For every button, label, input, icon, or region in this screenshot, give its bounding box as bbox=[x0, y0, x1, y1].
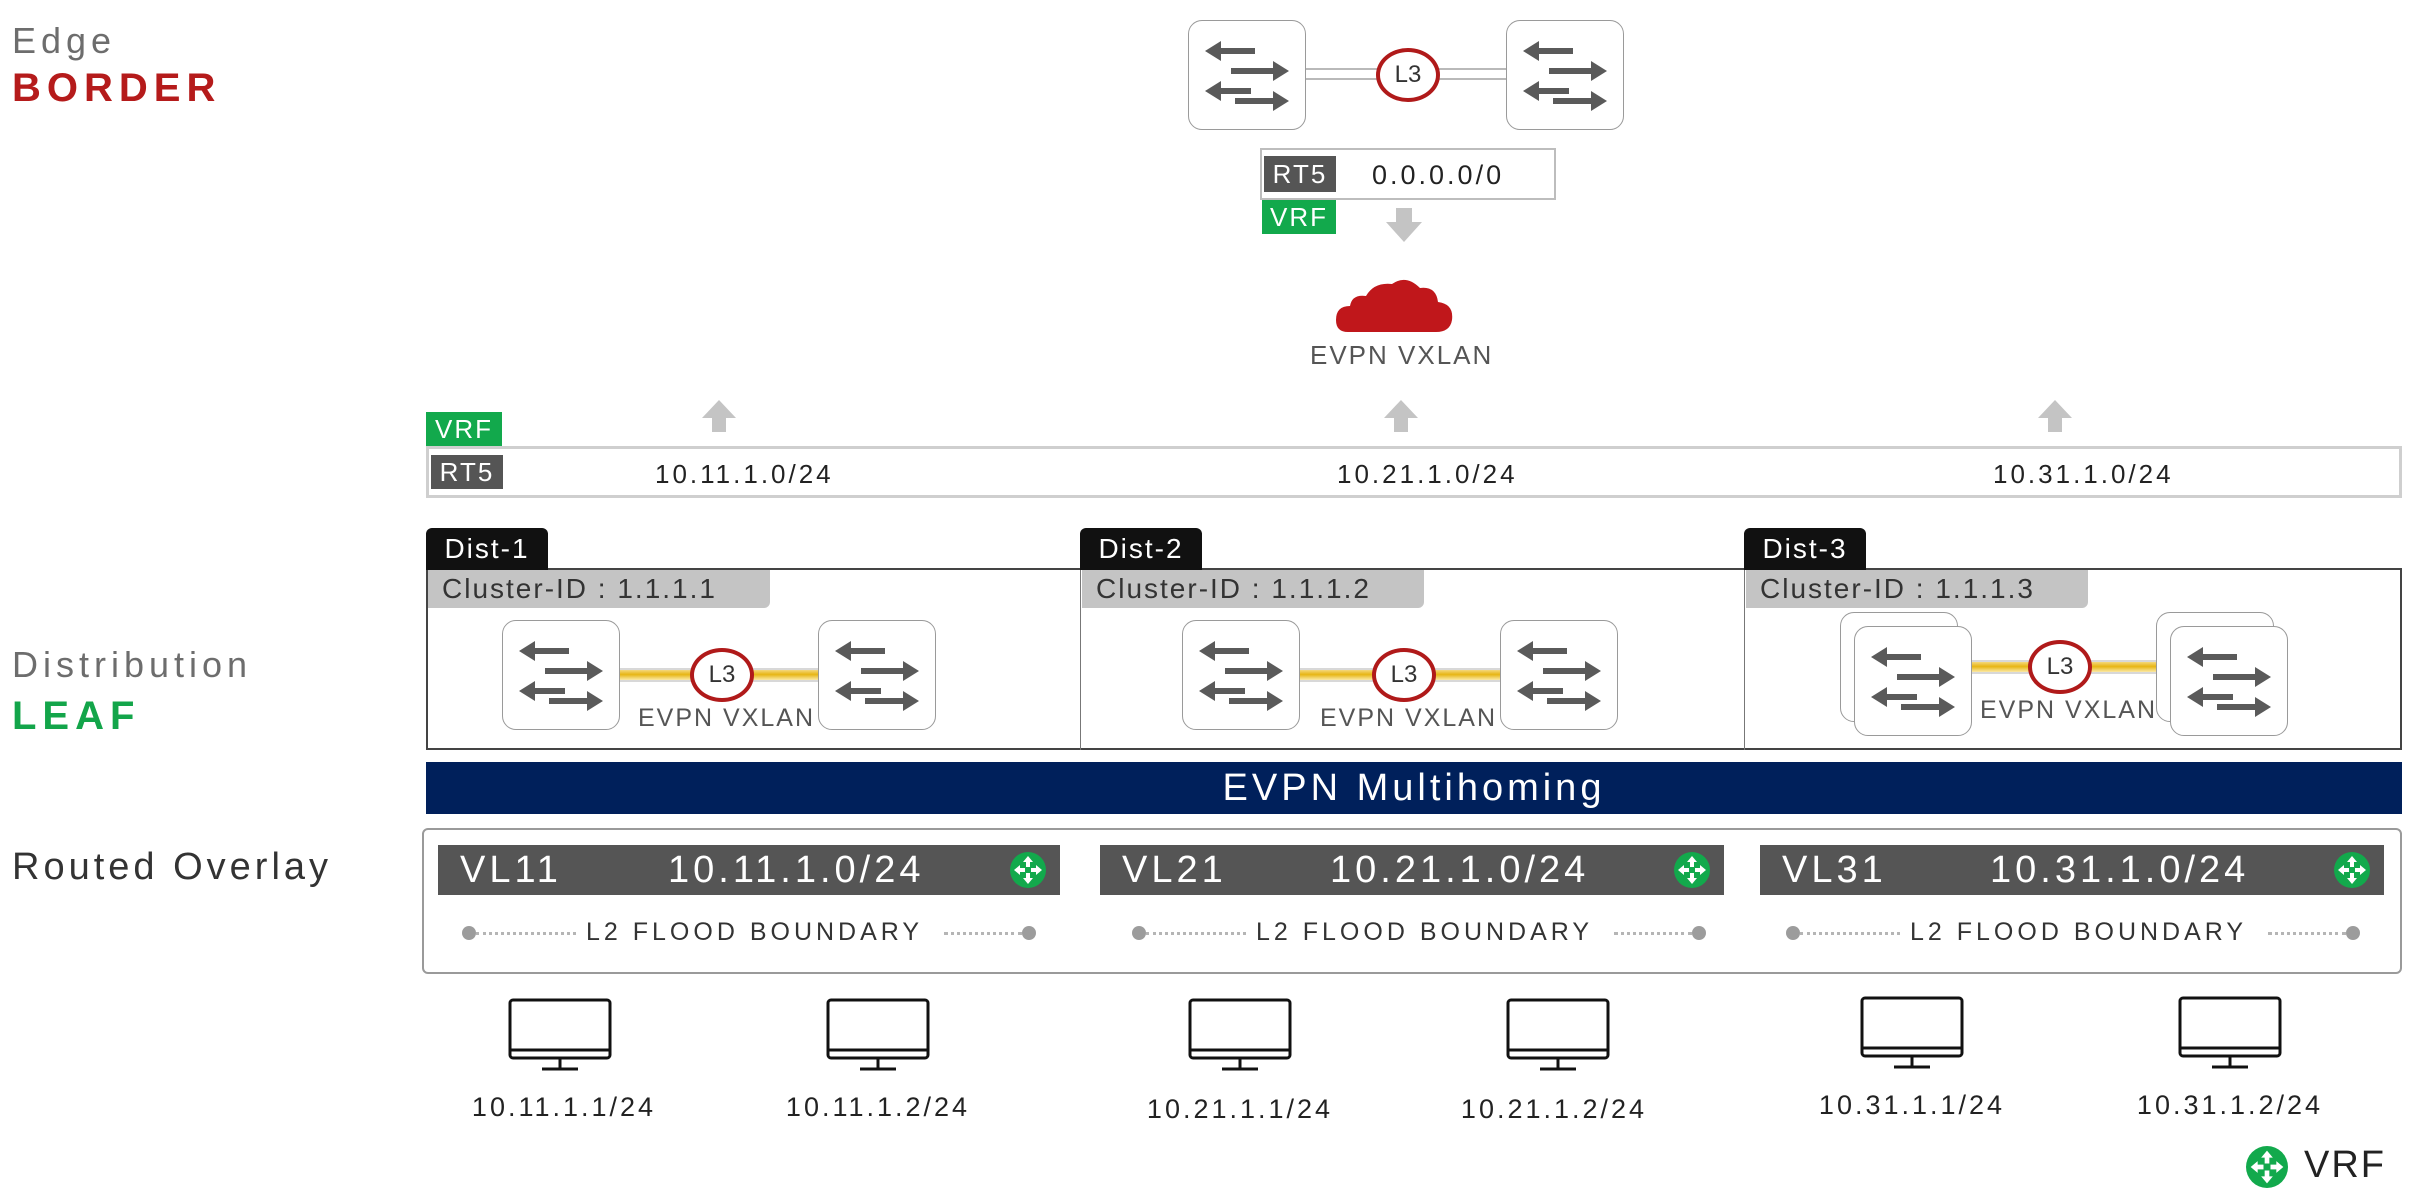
dist-divider bbox=[1744, 568, 1745, 750]
distribution-tier-label: Distribution bbox=[12, 644, 253, 685]
flood-boundary-2: L2 FLOOD BOUNDARY bbox=[1132, 918, 1706, 948]
flood-boundary-label: L2 FLOOD BOUNDARY bbox=[586, 918, 924, 946]
dist-3-switch-2[interactable] bbox=[2170, 626, 2288, 736]
flood-boundary-1: L2 FLOOD BOUNDARY bbox=[462, 918, 1036, 948]
rt5-row-tag: RT5 bbox=[431, 455, 503, 489]
vlan-id: VL21 bbox=[1122, 849, 1227, 891]
dist-2-switch-1[interactable] bbox=[1182, 620, 1300, 730]
rt5-route-2: 10.21.1.0/24 bbox=[1337, 459, 1518, 489]
flood-boundary-label: L2 FLOOD BOUNDARY bbox=[1256, 918, 1594, 946]
host-monitor-icon[interactable] bbox=[1188, 998, 1292, 1074]
border-switch-1[interactable] bbox=[1188, 20, 1306, 130]
switch-icon bbox=[1199, 639, 1283, 713]
l3-link-badge: L3 bbox=[1376, 48, 1440, 102]
switch-icon bbox=[2187, 645, 2271, 719]
vlan-subnet: 10.21.1.0/24 bbox=[1330, 849, 1590, 891]
dist-3-cluster-id: Cluster-ID : 1.1.1.3 bbox=[1746, 570, 2088, 608]
rt5-route-3: 10.31.1.0/24 bbox=[1993, 459, 2174, 489]
vrf-router-icon bbox=[2334, 852, 2370, 888]
routed-overlay-label: Routed Overlay bbox=[12, 846, 333, 888]
edge-tier-label: Edge bbox=[12, 20, 117, 61]
host-monitor-icon[interactable] bbox=[826, 998, 930, 1074]
switch-icon bbox=[1517, 639, 1601, 713]
dist-1-fabric-label: EVPN VXLAN bbox=[638, 704, 816, 732]
distribution-container bbox=[426, 568, 2402, 750]
routed-overlay-container bbox=[422, 828, 2402, 974]
flood-boundary-label: L2 FLOOD BOUNDARY bbox=[1910, 918, 2248, 946]
dist-2-fabric-label: EVPN VXLAN bbox=[1320, 704, 1498, 732]
leaf-tier-label: LEAF bbox=[12, 694, 141, 738]
switch-icon bbox=[1523, 39, 1607, 113]
border-switch-2[interactable] bbox=[1506, 20, 1624, 130]
border-tier-label: BORDER bbox=[12, 66, 222, 110]
flood-boundary-3: L2 FLOOD BOUNDARY bbox=[1786, 918, 2360, 948]
dist-1-l3-badge: L3 bbox=[690, 648, 754, 702]
vlan-subnet: 10.11.1.0/24 bbox=[668, 849, 925, 891]
dist-3-l3-badge: L3 bbox=[2028, 640, 2092, 694]
dist-3-name-tag: Dist-3 bbox=[1744, 528, 1866, 570]
host-address-2: 10.11.1.2/24 bbox=[785, 1092, 971, 1122]
vrf-router-icon bbox=[2246, 1146, 2288, 1188]
host-address-1: 10.11.1.1/24 bbox=[471, 1092, 657, 1122]
vlan-bar-3: VL31 10.31.1.0/24 bbox=[1760, 845, 2384, 895]
host-address-4: 10.21.1.2/24 bbox=[1460, 1094, 1648, 1124]
host-monitor-icon[interactable] bbox=[508, 998, 612, 1074]
host-address-6: 10.31.1.2/24 bbox=[2136, 1090, 2324, 1120]
default-route: 0.0.0.0/0 bbox=[1372, 160, 1505, 190]
dist-1-switch-2[interactable] bbox=[818, 620, 936, 730]
vlan-id: VL11 bbox=[460, 849, 562, 891]
dist-2-switch-2[interactable] bbox=[1500, 620, 1618, 730]
up-arrow-icon bbox=[2038, 400, 2072, 432]
cloud-label: EVPN VXLAN bbox=[1310, 340, 1494, 370]
switch-icon bbox=[1871, 645, 1955, 719]
switch-icon bbox=[519, 639, 603, 713]
dist-2-name-tag: Dist-2 bbox=[1080, 528, 1202, 570]
rt5-tag: RT5 bbox=[1264, 156, 1336, 192]
switch-icon bbox=[835, 639, 919, 713]
rt5-route-row: RT5 10.11.1.0/24 10.21.1.0/24 10.31.1.0/… bbox=[426, 446, 2402, 498]
vlan-id: VL31 bbox=[1782, 849, 1887, 891]
vlan-bar-2: VL21 10.21.1.0/24 bbox=[1100, 845, 1724, 895]
host-address-5: 10.31.1.1/24 bbox=[1818, 1090, 2006, 1120]
host-address-3: 10.21.1.1/24 bbox=[1146, 1094, 1334, 1124]
dist-3-switch-1[interactable] bbox=[1854, 626, 1972, 736]
dist-2-cluster-id: Cluster-ID : 1.1.1.2 bbox=[1082, 570, 1424, 608]
dist-3-fabric-label: EVPN VXLAN bbox=[1980, 696, 2158, 724]
vlan-subnet: 10.31.1.0/24 bbox=[1990, 849, 2250, 891]
rt5-row-vrf-tag: VRF bbox=[426, 412, 502, 446]
evpn-multihoming-bar: EVPN Multihoming bbox=[426, 762, 2402, 814]
vrf-tag: VRF bbox=[1262, 200, 1336, 234]
vrf-router-icon bbox=[1010, 852, 1046, 888]
host-monitor-icon[interactable] bbox=[1506, 998, 1610, 1074]
host-monitor-icon[interactable] bbox=[2178, 996, 2282, 1072]
switch-icon bbox=[1205, 39, 1289, 113]
rt5-route-1: 10.11.1.0/24 bbox=[655, 459, 834, 489]
dist-2-l3-badge: L3 bbox=[1372, 648, 1436, 702]
dist-1-switch-1[interactable] bbox=[502, 620, 620, 730]
up-arrow-icon bbox=[1384, 400, 1418, 432]
border-route-box: RT5 0.0.0.0/0 bbox=[1260, 148, 1556, 200]
cloud-icon bbox=[1336, 279, 1453, 332]
host-monitor-icon[interactable] bbox=[1860, 996, 1964, 1072]
dist-divider bbox=[1080, 568, 1081, 750]
legend-vrf-label: VRF bbox=[2304, 1144, 2386, 1186]
up-arrow-icon bbox=[702, 400, 736, 432]
down-arrow-icon bbox=[1386, 208, 1422, 242]
dist-1-cluster-id: Cluster-ID : 1.1.1.1 bbox=[428, 570, 770, 608]
vlan-bar-1: VL11 10.11.1.0/24 bbox=[438, 845, 1060, 895]
dist-1-name-tag: Dist-1 bbox=[426, 528, 548, 570]
vrf-router-icon bbox=[1674, 852, 1710, 888]
